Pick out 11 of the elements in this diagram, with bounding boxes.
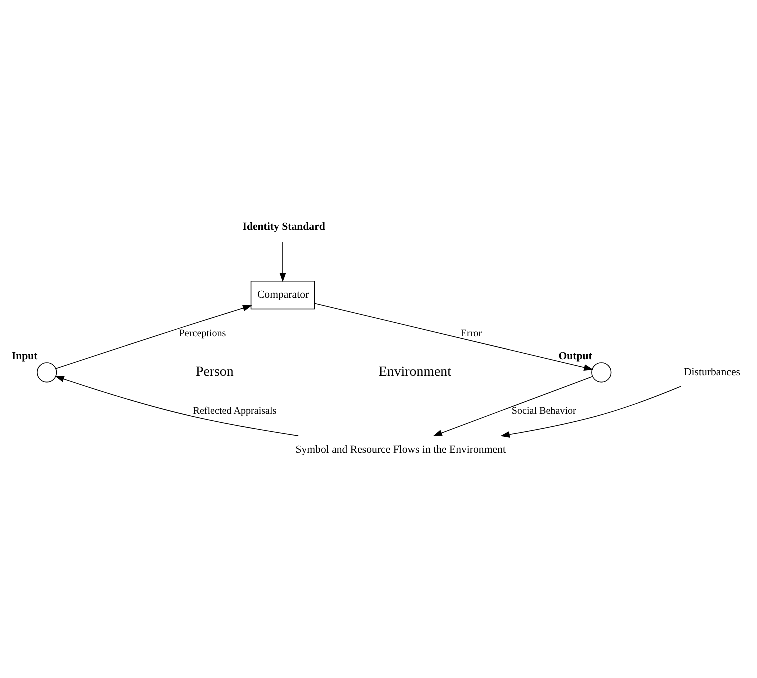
node-label: Output: [558, 350, 592, 362]
edge-label: Perceptions: [179, 328, 226, 340]
label: Environment: [378, 365, 452, 380]
node-text: Identity Standard: [242, 221, 326, 234]
edge-label: Reflected Appraisals: [193, 406, 277, 417]
edge-label: Social Behavior: [512, 406, 576, 417]
node-text: Disturbances: [684, 366, 740, 379]
label: Person: [196, 365, 234, 380]
node-label: Input: [12, 350, 38, 362]
edge-label: Error: [460, 328, 482, 340]
node-text: Symbol and Resource Flows in the Environment: [296, 444, 506, 456]
